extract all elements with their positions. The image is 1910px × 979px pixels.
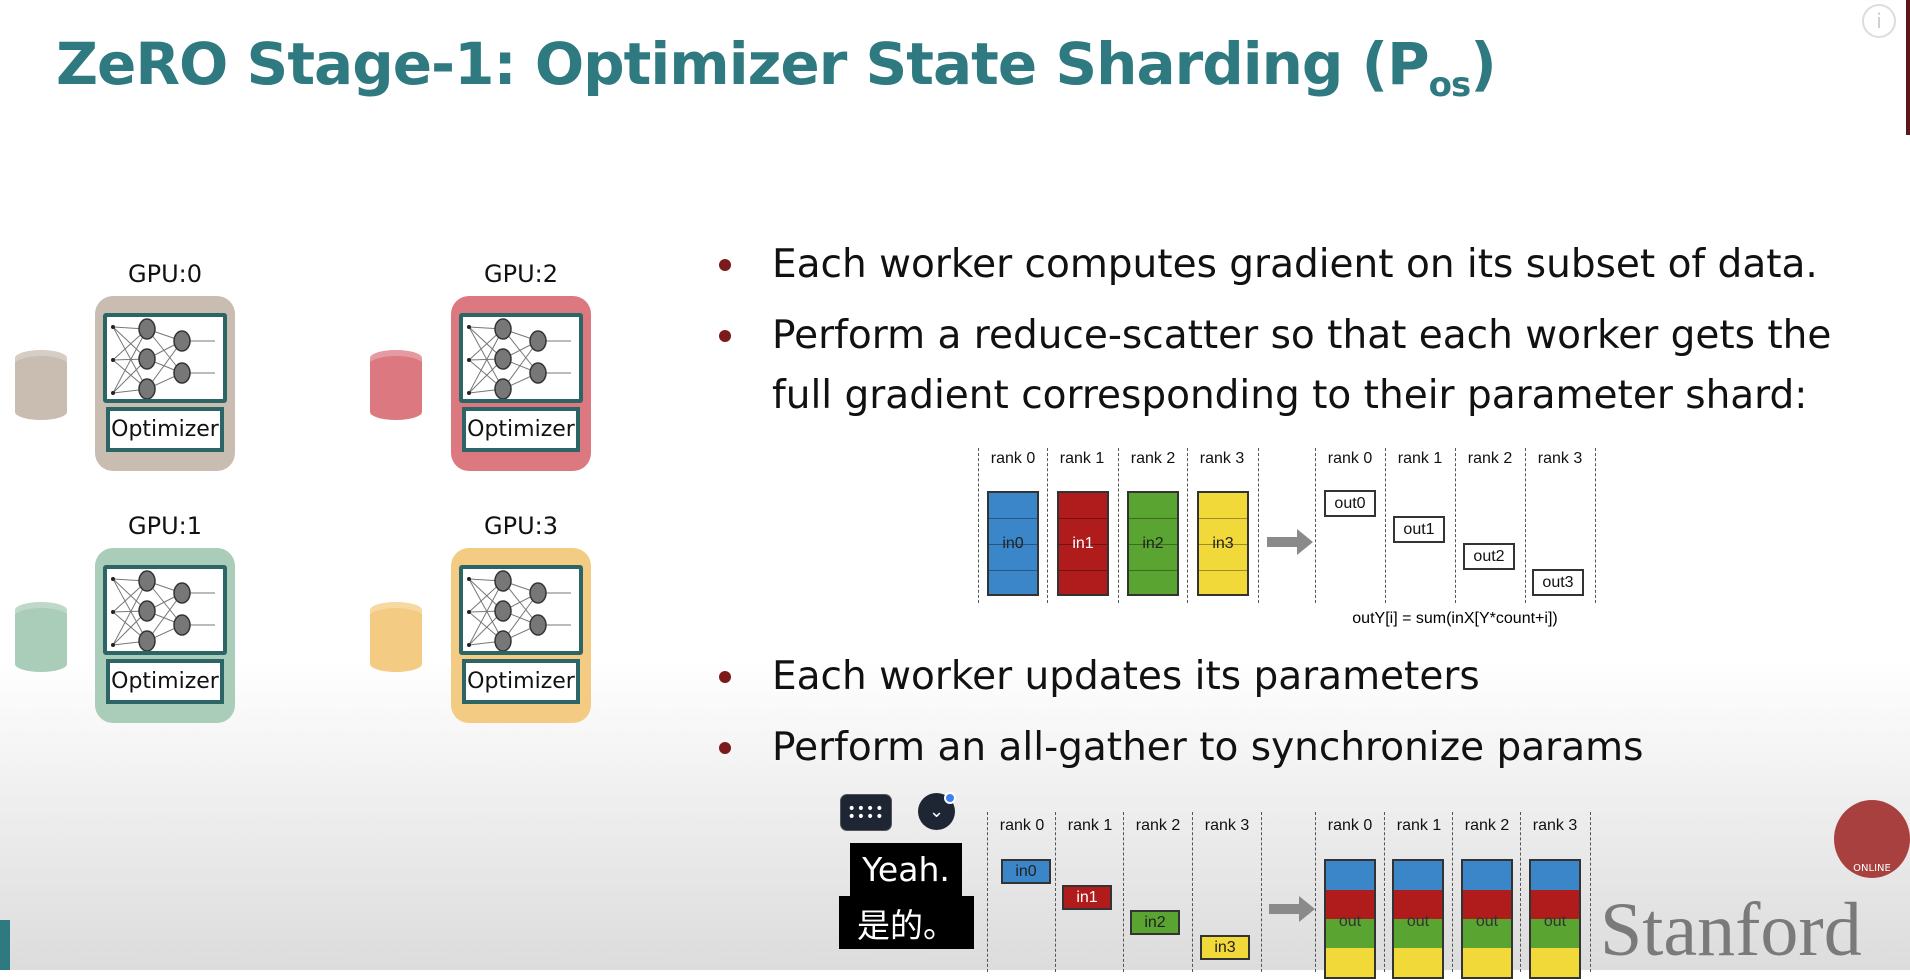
- rank-label: rank 1: [1059, 450, 1105, 467]
- gpu-box: Optimizer: [451, 296, 591, 471]
- data-cylinder-icon: [370, 350, 422, 420]
- output-buffer: out1: [1393, 516, 1445, 543]
- rank-divider: [1452, 812, 1453, 972]
- input-buffer: in2: [1127, 491, 1179, 596]
- slide-title: ZeRO Stage-1: Optimizer State Sharding (…: [56, 30, 1497, 105]
- data-cylinder-icon: [15, 350, 67, 420]
- model-panel: [459, 313, 583, 403]
- optimizer-box: Optimizer: [106, 659, 224, 704]
- gpu-label: GPU:0: [128, 260, 202, 288]
- logo-text: ONLINE: [1853, 863, 1891, 874]
- bullet-text: Perform a reduce-scatter so that each wo…: [772, 313, 1832, 358]
- rank-label: rank 1: [1397, 450, 1443, 467]
- rank-divider: [1525, 448, 1526, 603]
- gpu-box: Optimizer: [95, 548, 235, 723]
- neural-network-icon: [111, 570, 215, 652]
- rank-label: rank 3: [1537, 450, 1583, 467]
- gathered-output-buffer: out: [1324, 859, 1376, 979]
- bullet-text: Each worker computes gradient on its sub…: [772, 242, 1818, 287]
- gathered-output-buffer: out: [1461, 859, 1513, 979]
- notification-dot: [944, 792, 956, 804]
- left-accent-bar: [0, 920, 10, 970]
- rank-divider: [1055, 812, 1056, 972]
- input-buffer: in3: [1200, 935, 1250, 960]
- data-cylinder-icon: [15, 602, 67, 672]
- rank-divider: [978, 448, 979, 603]
- rank-label: rank 0: [990, 450, 1036, 467]
- rank-divider: [1123, 812, 1124, 972]
- gpu-box: Optimizer: [451, 548, 591, 723]
- bullet-icon: [719, 671, 731, 683]
- input-buffer: in1: [1062, 885, 1112, 910]
- rank-label: rank 1: [1396, 817, 1442, 834]
- bullet-icon: [719, 742, 731, 754]
- rank-divider: [1187, 448, 1188, 603]
- input-buffer: in0: [987, 491, 1039, 596]
- rank-divider: [1315, 812, 1316, 972]
- bullet-text: Each worker updates its parameters: [772, 654, 1480, 699]
- optimizer-box: Optimizer: [462, 407, 580, 452]
- rank-label: rank 0: [999, 817, 1045, 834]
- rank-divider: [1385, 448, 1386, 603]
- output-buffer: out3: [1532, 569, 1584, 596]
- rank-divider: [1315, 448, 1316, 603]
- gpu-box: Optimizer: [95, 296, 235, 471]
- rank-divider: [1595, 448, 1596, 603]
- caption-english: Yeah.: [850, 843, 962, 896]
- rank-label: rank 3: [1199, 450, 1245, 467]
- arrow-right-icon: [1267, 529, 1313, 555]
- rank-divider: [987, 812, 988, 972]
- rank-label: rank 3: [1204, 817, 1250, 834]
- gathered-output-buffer: out: [1529, 859, 1581, 979]
- input-buffer: in3: [1197, 491, 1249, 596]
- rank-label: rank 0: [1327, 450, 1373, 467]
- rank-label: rank 1: [1067, 817, 1113, 834]
- neural-network-icon: [467, 570, 571, 652]
- rank-label: rank 0: [1327, 817, 1373, 834]
- stanford-watermark: Stanford: [1600, 888, 1862, 972]
- caption-chinese: 是的。: [839, 896, 974, 949]
- bullet-icon: [719, 259, 731, 271]
- info-icon[interactable]: i: [1862, 4, 1896, 38]
- rank-divider: [1192, 812, 1193, 972]
- rank-divider: [1261, 812, 1262, 972]
- bullet-icon: [719, 330, 731, 342]
- neural-network-icon: [111, 318, 215, 400]
- rank-divider: [1258, 448, 1259, 603]
- rank-label: rank 3: [1532, 817, 1578, 834]
- output-buffer: out2: [1463, 543, 1515, 570]
- rank-divider: [1455, 448, 1456, 603]
- optimizer-box: Optimizer: [462, 659, 580, 704]
- rank-divider: [1590, 812, 1591, 972]
- input-buffer: in1: [1057, 491, 1109, 596]
- bullet-text: Perform an all-gather to synchronize par…: [772, 725, 1644, 770]
- rank-label: rank 2: [1467, 450, 1513, 467]
- stanford-online-logo: ONLINE: [1834, 800, 1910, 878]
- rank-divider: [1384, 812, 1385, 972]
- model-panel: [459, 565, 583, 655]
- model-panel: [103, 565, 227, 655]
- output-buffer: out0: [1324, 490, 1376, 517]
- rank-divider: [1047, 448, 1048, 603]
- optimizer-box: Optimizer: [106, 407, 224, 452]
- neural-network-icon: [467, 318, 571, 400]
- input-buffer: in2: [1130, 910, 1180, 935]
- gpu-label: GPU:2: [484, 260, 558, 288]
- model-panel: [103, 313, 227, 403]
- reduce-scatter-formula: outY[i] = sum(inX[Y*count+i]): [1352, 610, 1558, 627]
- rank-divider: [1118, 448, 1119, 603]
- bullet-text: full gradient corresponding to their par…: [772, 373, 1808, 418]
- rank-divider: [1520, 812, 1521, 972]
- data-cylinder-icon: [370, 602, 422, 672]
- rank-label: rank 2: [1130, 450, 1176, 467]
- gpu-label: GPU:1: [128, 512, 202, 540]
- gpu-label: GPU:3: [484, 512, 558, 540]
- gathered-output-buffer: out: [1392, 859, 1444, 979]
- right-edge-bar: [1906, 0, 1910, 135]
- keyboard-icon[interactable]: ••••••••: [840, 794, 892, 831]
- rank-label: rank 2: [1135, 817, 1181, 834]
- input-buffer: in0: [1001, 859, 1051, 884]
- arrow-right-icon: [1269, 896, 1315, 922]
- rank-label: rank 2: [1464, 817, 1510, 834]
